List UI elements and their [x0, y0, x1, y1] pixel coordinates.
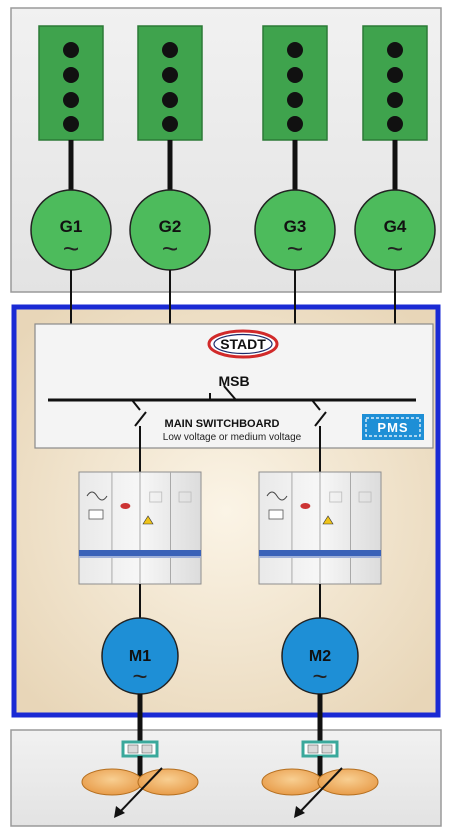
bus-tie-breaker [223, 385, 237, 401]
coupling-half-right [141, 744, 153, 754]
generator-set-group: G1~G2~G3~G4~ [30, 25, 436, 400]
cabinet-display [268, 509, 284, 520]
cabinet-wave-icon [86, 491, 108, 501]
generator-set-1: G1~ [30, 25, 112, 400]
motor-label: M2 [309, 648, 331, 665]
ac-symbol: ~ [312, 661, 327, 691]
rotation-arrow-head-icon [294, 806, 305, 818]
ac-symbol: ~ [387, 233, 403, 264]
cabinet-vent [358, 491, 372, 503]
cylinder-dot [287, 116, 303, 132]
rotation-arrow-shaft [117, 767, 163, 815]
cylinder-dot [387, 92, 403, 108]
cylinder-dot [63, 67, 79, 83]
generator-label: G3 [284, 217, 307, 236]
cabinet-stripe [79, 550, 201, 556]
drive-train-2: M2~ [258, 399, 382, 818]
cabinet-wave-icon [266, 491, 288, 501]
cylinder-dot [162, 116, 178, 132]
ac-symbol: ~ [132, 661, 147, 691]
cylinder-dot [387, 67, 403, 83]
cylinder-dot [162, 67, 178, 83]
cabinet-logo-badge [120, 503, 131, 509]
cylinder-dot [287, 92, 303, 108]
cabinet-vent [149, 491, 163, 503]
propeller-blade-right [317, 768, 379, 796]
outgoing-breaker [311, 399, 321, 411]
generator-label: G2 [159, 217, 182, 236]
motor-label: M1 [129, 648, 151, 665]
generator-set-4: G4~ [354, 25, 436, 400]
pms-label: PMS [377, 420, 408, 435]
pms-box-border [365, 417, 421, 437]
switchboard-subtitle: Low voltage or medium voltage [163, 432, 302, 443]
coupling-half-left [127, 744, 139, 754]
outgoing-breaker [131, 399, 141, 411]
frequency-drive-cabinet [258, 471, 382, 585]
cylinder-dot [387, 42, 403, 58]
ac-symbol: ~ [287, 233, 303, 264]
cabinet-stripe-light [259, 556, 381, 558]
drive-train-1: M1~ [78, 399, 202, 818]
frequency-drive-cabinet [78, 471, 202, 585]
drive-train-group: M1~M2~ [78, 399, 382, 818]
ac-symbol: ~ [162, 233, 178, 264]
outgoing-breaker-blade [134, 411, 147, 427]
cabinet-stripe [259, 550, 381, 556]
rotation-arrow-head-icon [114, 806, 125, 818]
switchboard-title: MAIN SWITCHBOARD [165, 418, 280, 430]
cylinder-dot [287, 67, 303, 83]
msb-label: MSB [218, 373, 249, 389]
cylinder-dot [63, 116, 79, 132]
generator-label: G1 [60, 217, 83, 236]
cabinet-logo-badge [300, 503, 311, 509]
cabinet-vent [329, 491, 343, 503]
cabinet-stripe-light [79, 556, 201, 558]
coupling-half-left [307, 744, 319, 754]
cylinder-dot [162, 42, 178, 58]
cylinder-dot [162, 92, 178, 108]
propeller-blade-right [137, 768, 199, 796]
cylinder-dot [387, 116, 403, 132]
propeller-blade-left [81, 768, 143, 796]
outgoing-breaker-blade [314, 411, 327, 427]
rotation-arrow-shaft [297, 767, 343, 815]
ac-symbol: ~ [63, 233, 79, 264]
cabinet-vent [178, 491, 192, 503]
propeller-blade-left [261, 768, 323, 796]
cylinder-dot [287, 42, 303, 58]
warning-triangle-icon [142, 515, 154, 525]
stadt-logo: STADT [207, 329, 279, 359]
coupling-half-right [321, 744, 333, 754]
generator-set-2: G2~ [129, 25, 211, 400]
generator-label: G4 [384, 217, 407, 236]
generator-set-3: G3~ [254, 25, 336, 400]
warning-triangle-icon [322, 515, 334, 525]
cylinder-dot [63, 92, 79, 108]
stadt-logo-text: STADT [220, 336, 266, 352]
cylinder-dot [63, 42, 79, 58]
cabinet-display [88, 509, 104, 520]
